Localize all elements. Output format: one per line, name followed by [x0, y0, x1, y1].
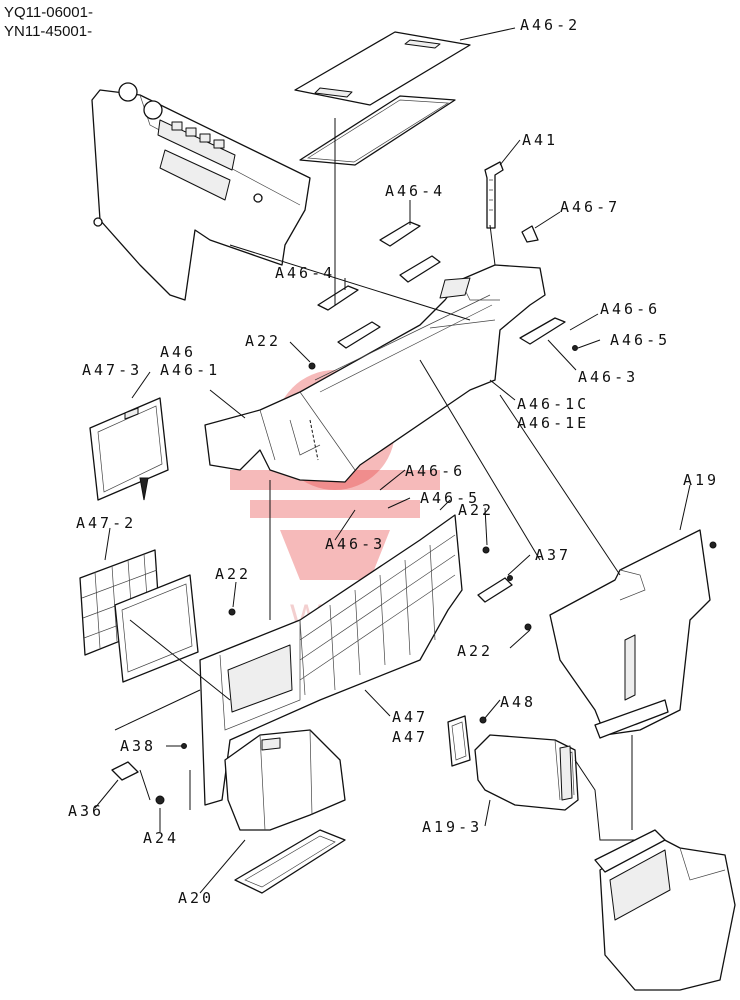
- clip-a46-7: [521, 225, 539, 243]
- serial-range-1: YQ11-06001-: [4, 4, 93, 21]
- part-label: A46: [160, 343, 196, 361]
- part-label: A41: [522, 131, 558, 149]
- clip-a46-4-mid: [317, 285, 381, 349]
- part-label: A36: [68, 802, 104, 820]
- part-label: A46-4: [275, 264, 335, 282]
- main-console-a46: [204, 264, 546, 483]
- part-label: A48: [500, 693, 536, 711]
- part-label: A19: [683, 471, 719, 489]
- part-label: A46-4: [385, 182, 445, 200]
- part-label: A46-6: [600, 300, 660, 318]
- part-label: A37: [535, 546, 571, 564]
- handle-a41: [484, 161, 504, 229]
- part-label: A46-3: [325, 535, 385, 553]
- duct-a20: [224, 729, 346, 894]
- part-label: A46-1: [160, 361, 220, 379]
- part-label: A46-5: [610, 331, 670, 349]
- part-label: A46-1E: [517, 414, 589, 432]
- duct-a19-3: [474, 734, 579, 811]
- part-label: A46-1C: [517, 395, 589, 413]
- part-label: A20: [178, 889, 214, 907]
- part-label: A24: [143, 829, 179, 847]
- part-label: A46-7: [560, 198, 620, 216]
- screws-a22: [228, 362, 532, 724]
- gasket-a48: [447, 715, 471, 767]
- clip-a46-3-right: [519, 317, 578, 351]
- lower-panel-a47: [199, 514, 463, 806]
- part-label: A19-3: [422, 818, 482, 836]
- duct-lower-right: [594, 829, 736, 991]
- part-label: A46-6: [405, 462, 465, 480]
- part-label: A22: [215, 565, 251, 583]
- part-labels: A46-2 A41 A46-4 A46-7 A46-4 A46-6 A46-5 …: [68, 16, 719, 907]
- cover-plate-a46-2: [294, 31, 471, 166]
- screw-a24: [155, 795, 165, 805]
- grille-a47-2: [79, 549, 199, 683]
- part-label: A47-3: [82, 361, 142, 379]
- part-label: A22: [457, 642, 493, 660]
- part-label: A22: [245, 332, 281, 350]
- screw-a38: [181, 743, 187, 749]
- bracket-a37: [477, 575, 513, 603]
- part-label: A46-3: [578, 368, 638, 386]
- part-label: A22: [458, 501, 494, 519]
- dashboard-console-part: [91, 82, 311, 301]
- leader-lines: [94, 27, 691, 894]
- filter-a47-3: [89, 397, 169, 501]
- part-label: A47-2: [76, 514, 136, 532]
- part-label: A47: [392, 728, 428, 746]
- part-label: A38: [120, 737, 156, 755]
- part-label: A46-5: [420, 489, 480, 507]
- part-label: A47: [392, 708, 428, 726]
- clip-a46-4-top: [379, 221, 441, 283]
- duct-a19: [549, 529, 717, 739]
- clip-a36: [111, 761, 139, 781]
- part-label: A46-2: [520, 16, 580, 34]
- serial-range-2: YN11-45001-: [4, 23, 93, 40]
